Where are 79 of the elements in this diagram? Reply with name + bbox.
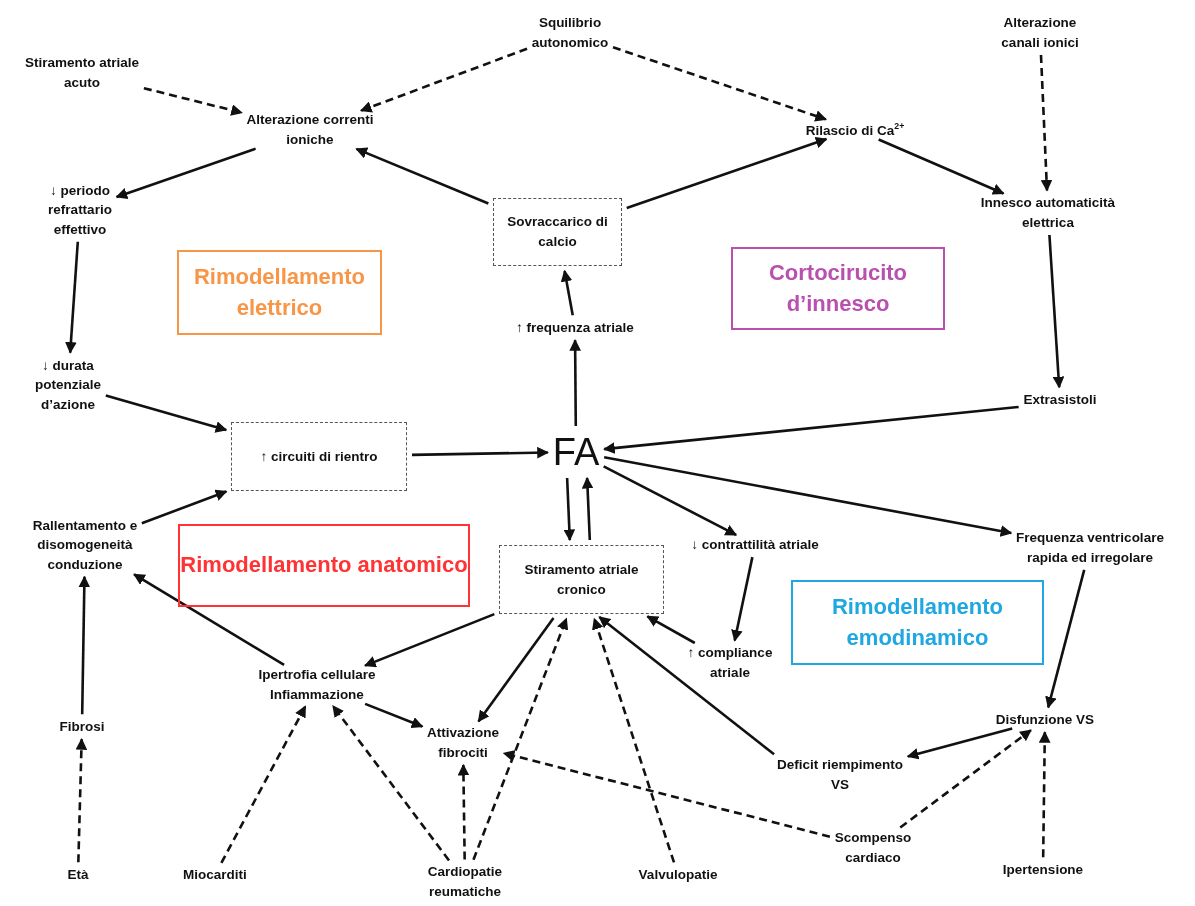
arrow	[563, 477, 576, 542]
node-label: Disfunzione VS	[995, 710, 1095, 730]
group-title: Rimodellamento anatomico	[180, 551, 468, 580]
dashed-arrow	[220, 705, 307, 864]
node-label: ↓ durata potenziale d’azione	[13, 355, 123, 415]
group-title: Rimodellamento emodinamico	[830, 592, 1005, 652]
node-label: Extrasistoli	[1023, 390, 1097, 410]
arrow	[603, 405, 1019, 454]
dashed-arrow	[472, 617, 569, 861]
node-label: ↓ contrattilità atriale	[691, 535, 819, 555]
dashed-box	[499, 545, 664, 614]
node-label: ↓ periodo refrattario effettivo	[25, 180, 135, 240]
arrow	[364, 702, 424, 729]
node-label: Età	[67, 865, 89, 885]
dashed-arrow	[143, 86, 243, 116]
node-label: Frequenza ventricolare rapida ed irregolare	[995, 528, 1185, 568]
node-label: ↑ circuiti di rientro	[260, 447, 378, 466]
arrow	[78, 575, 91, 715]
dashed-arrow	[75, 738, 88, 863]
dashed-arrow	[502, 750, 831, 838]
group-box	[178, 524, 470, 607]
arrow	[603, 465, 738, 537]
node-label: Scompenso cardiaco	[823, 828, 923, 868]
node-label: Attivazione fibrociti	[413, 723, 513, 763]
arrow	[364, 612, 495, 668]
dashed-arrow	[592, 617, 676, 863]
dashed-arrow	[1038, 731, 1051, 858]
node-label: Fibrosi	[59, 717, 105, 737]
dashed-arrow	[899, 729, 1032, 829]
arrow	[65, 241, 80, 354]
arrow	[569, 339, 582, 426]
arrow	[878, 138, 1005, 195]
dashed-arrow	[359, 47, 528, 113]
arrow	[105, 394, 228, 433]
node-label: Sovraccarico di calcio	[506, 213, 609, 251]
node-label: Rilascio di Ca$^{2+}$	[805, 119, 905, 141]
arrow	[598, 616, 775, 756]
main-label: FA	[552, 433, 600, 471]
arrow	[133, 573, 285, 666]
arrow	[581, 476, 594, 541]
dashed-arrow	[1039, 54, 1053, 192]
arrow	[1048, 234, 1065, 389]
dashed-box	[231, 422, 407, 491]
dashed-arrow	[612, 46, 827, 122]
arrow	[906, 727, 1013, 760]
node-label: ↑ frequenza atriale	[516, 318, 634, 338]
arrow	[411, 446, 549, 459]
node-label: ↑ compliance atriale	[682, 643, 778, 683]
node-label: Ipertensione	[1002, 860, 1084, 880]
arrow	[477, 617, 555, 723]
arrow	[731, 556, 754, 642]
group-box	[791, 580, 1044, 665]
group-title: Cortocirucito d’innesco	[767, 258, 909, 318]
arrow	[115, 147, 256, 200]
node-label: Rallentamento e disomogeneità conduzione	[5, 515, 165, 575]
dashed-arrow	[331, 705, 451, 862]
group-title: Rimodellamento elettrico	[192, 262, 367, 322]
node-label: Ipertrofia cellulare Infiammazione	[232, 665, 402, 705]
group-box	[731, 247, 945, 330]
arrow	[626, 137, 828, 210]
node-label: Alterazione correnti ioniche	[245, 110, 375, 150]
arrow	[355, 147, 489, 205]
node-label: Innesco automaticità elettrica	[963, 193, 1133, 233]
node-label: Stiramento atriale acuto	[17, 53, 147, 93]
group-box	[177, 250, 382, 335]
node-label: Deficit riempimento VS	[775, 755, 905, 795]
node-label: Cardiopatie reumatiche	[410, 862, 520, 902]
dashed-box	[493, 198, 622, 266]
node-label: Stiramento atriale cronico	[523, 560, 640, 599]
node-label: Squilibrio autonomico	[515, 13, 625, 53]
arrow	[646, 615, 696, 645]
node-label: Miocarditi	[183, 865, 247, 885]
arrow	[560, 269, 574, 316]
dashed-arrow	[457, 763, 470, 860]
node-label: Alterazione canali ionici	[985, 13, 1095, 53]
arrow	[1045, 569, 1086, 709]
node-label: Valvulopatie	[638, 865, 718, 885]
arrow	[603, 455, 1013, 537]
arrow	[141, 489, 228, 525]
